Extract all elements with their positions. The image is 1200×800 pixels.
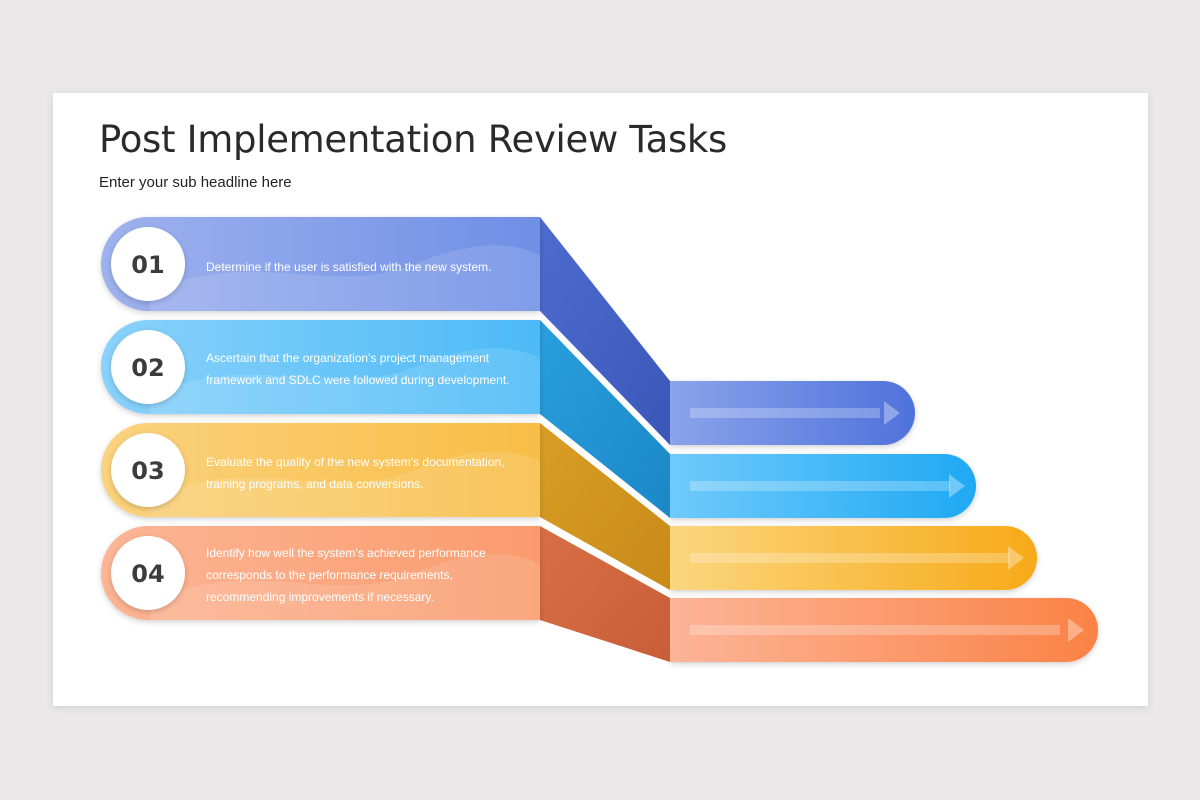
step-description-02: Ascertain that the organization's projec… bbox=[206, 351, 510, 387]
arrow-right-icon bbox=[884, 401, 900, 425]
slope-connector-03 bbox=[540, 423, 670, 590]
step-number: 01 bbox=[131, 251, 164, 279]
arrow-right-icon bbox=[1008, 546, 1024, 570]
arrow-bar-01 bbox=[670, 381, 915, 445]
step-description-01: Determine if the user is satisfied with … bbox=[206, 260, 491, 274]
step-number: 04 bbox=[131, 560, 164, 588]
step-band-03 bbox=[101, 423, 540, 517]
description-line: Evaluate the quality of the new system's… bbox=[206, 455, 504, 469]
arrow-right-icon bbox=[949, 474, 965, 498]
arrow-bar-02 bbox=[670, 454, 976, 518]
description-line: recommending improvements if necessary. bbox=[206, 590, 434, 604]
step-band-04 bbox=[101, 526, 540, 620]
description-line: framework and SDLC were followed during … bbox=[206, 373, 510, 387]
description-line: Determine if the user is satisfied with … bbox=[206, 260, 491, 274]
step-description-03: Evaluate the quality of the new system's… bbox=[206, 455, 504, 491]
step-number-badge-01: 01 bbox=[111, 227, 185, 301]
step-number-badge-03: 03 bbox=[111, 433, 185, 507]
arrow-bar-04 bbox=[670, 598, 1098, 662]
step-number: 02 bbox=[131, 354, 164, 382]
arrow-bar-03 bbox=[670, 526, 1037, 590]
step-band-02 bbox=[101, 320, 540, 414]
description-line: corresponds to the performance requireme… bbox=[206, 568, 453, 582]
slope-connector-01 bbox=[540, 217, 670, 445]
slope-connector-04 bbox=[540, 526, 670, 662]
arrow-right-icon bbox=[1068, 618, 1084, 642]
description-line: Ascertain that the organization's projec… bbox=[206, 351, 490, 365]
step-band-01 bbox=[101, 217, 540, 311]
page-subtitle: Enter your sub headline here bbox=[99, 174, 292, 191]
description-line: training programs, and data conversions. bbox=[206, 477, 423, 491]
step-number-badge-04: 04 bbox=[111, 536, 185, 610]
step-description-04: Identify how well the system's achieved … bbox=[206, 546, 486, 604]
step-number-badge-02: 02 bbox=[111, 330, 185, 404]
slope-connector-02 bbox=[540, 320, 670, 518]
step-number: 03 bbox=[131, 457, 164, 485]
page-title: Post Implementation Review Tasks bbox=[99, 118, 728, 161]
wave-decoration bbox=[150, 245, 540, 620]
description-line: Identify how well the system's achieved … bbox=[206, 546, 486, 560]
